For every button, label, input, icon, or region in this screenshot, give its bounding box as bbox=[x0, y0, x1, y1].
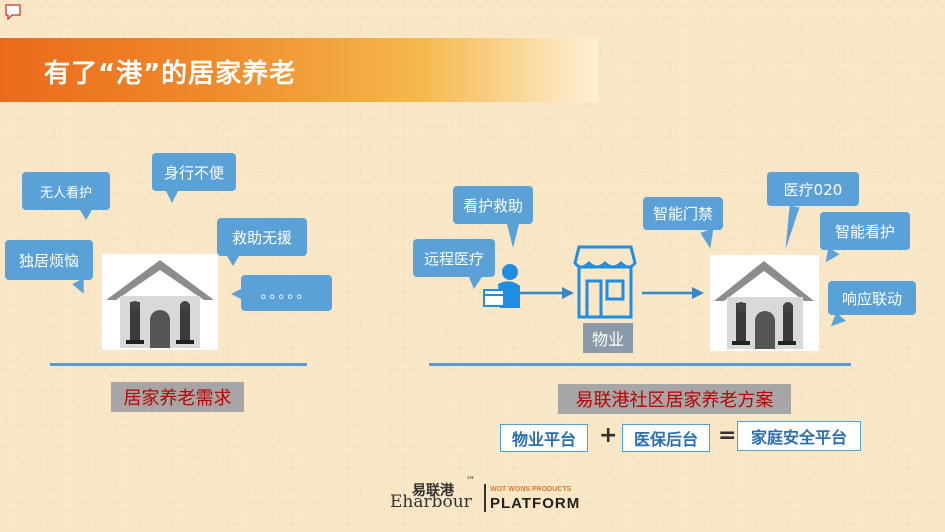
comment-icon[interactable] bbox=[4, 4, 22, 20]
section-label-text: 居家养老需求 bbox=[123, 388, 232, 409]
logo-tm-text: ™ bbox=[466, 476, 475, 486]
bubble-remote-medical: 远程医疗 bbox=[413, 239, 495, 289]
bubble-response: 响应联动 bbox=[827, 281, 916, 332]
logo-divider bbox=[484, 484, 486, 512]
bubble-text: 智能看护 bbox=[834, 222, 895, 241]
property-label-text: 物业 bbox=[591, 330, 624, 349]
bubble-text: 无人看护 bbox=[39, 185, 92, 201]
section-label-text: 易联港社区居家养老方案 bbox=[575, 390, 774, 411]
plus-sign: + bbox=[599, 423, 618, 448]
bubble-medical-o2o: 医疗020 bbox=[767, 172, 859, 251]
eharbour-logo: 易联港 ™ Eharbour WOT WONS PRODUCTS PLATFOR… bbox=[390, 476, 590, 518]
property-store-icon bbox=[573, 245, 637, 319]
page-title: 有了“港”的居家养老 bbox=[44, 59, 297, 89]
logo-en-text: Eharbour bbox=[390, 492, 472, 512]
logo-platform: PLATFORM bbox=[490, 495, 581, 512]
title-bar bbox=[0, 38, 598, 102]
bubble-ellipsis: 。。。。。 bbox=[231, 275, 332, 311]
house-elderly-illustration bbox=[102, 254, 218, 350]
bubble-text: 看护救助 bbox=[462, 196, 523, 215]
formula-home-safety-platform: 家庭安全平台 bbox=[737, 421, 861, 451]
bubble-text: 独居烦恼 bbox=[18, 251, 79, 270]
section-label-needs: 居家养老需求 bbox=[111, 382, 244, 412]
divider-line-right bbox=[429, 363, 851, 366]
bubble-text: 身行不便 bbox=[163, 163, 224, 182]
bubble-living-alone: 独居烦恼 bbox=[5, 240, 93, 297]
bubble-text: 。。。。。 bbox=[260, 286, 313, 302]
bubble-smart-gate: 智能门禁 bbox=[643, 197, 723, 250]
arrow-right-icon bbox=[642, 287, 704, 299]
bubble-care-rescue: 看护救助 bbox=[453, 186, 533, 248]
bubble-mobility: 身行不便 bbox=[152, 153, 236, 203]
delivery-person-icon bbox=[483, 264, 520, 308]
bubble-text: 远程医疗 bbox=[423, 249, 484, 268]
bubble-smart-care: 智能看护 bbox=[820, 212, 910, 267]
equals-sign: = bbox=[718, 423, 737, 448]
formula-medical-backend: 医保后台 bbox=[622, 424, 710, 452]
formula-property-platform: 物业平台 bbox=[500, 424, 588, 452]
divider-line-left bbox=[50, 363, 307, 366]
formula-term-text: 家庭安全平台 bbox=[750, 428, 847, 447]
bubble-text: 智能门禁 bbox=[652, 205, 713, 223]
bubble-text: 响应联动 bbox=[841, 289, 902, 308]
arrow-right-icon bbox=[520, 287, 574, 299]
section-label-solution: 易联港社区居家养老方案 bbox=[558, 384, 791, 414]
house-elderly-illustration bbox=[710, 255, 819, 351]
property-label: 物业 bbox=[583, 323, 633, 353]
bubble-rescue: 救助无援 bbox=[217, 218, 307, 266]
logo-tagline: WOT WONS PRODUCTS bbox=[490, 486, 572, 493]
bubble-text: 救助无援 bbox=[231, 228, 292, 247]
logo-cn-text: 易联港 bbox=[412, 483, 454, 499]
bubble-text: 医疗020 bbox=[783, 180, 843, 199]
formula-term-text: 医保后台 bbox=[633, 430, 698, 449]
formula-term-text: 物业平台 bbox=[511, 430, 576, 449]
bubble-no-care: 无人看护 bbox=[22, 172, 110, 220]
